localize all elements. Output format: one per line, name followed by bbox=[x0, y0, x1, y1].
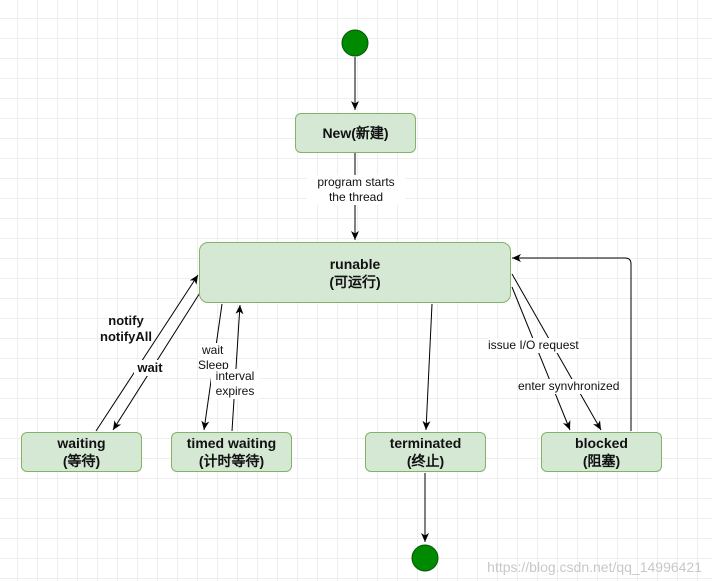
state-new: New(新建) bbox=[295, 113, 416, 153]
edge-blocked-to-runable bbox=[512, 254, 632, 431]
label-issue-io: issue I/O request bbox=[488, 338, 579, 353]
edge-runable-to-terminated bbox=[422, 303, 433, 431]
label-notify-line2: notifyAll bbox=[100, 329, 152, 344]
state-timed-waiting-line1: timed waiting bbox=[186, 435, 277, 451]
label-program-starts: program starts the thread bbox=[307, 175, 405, 205]
label-enter-sync-text: enter synvhronized bbox=[518, 379, 620, 393]
edge-waiting-to-runable bbox=[95, 274, 199, 432]
state-terminated: terminated (终止) bbox=[365, 432, 486, 472]
label-notify: notify notifyAll bbox=[92, 313, 160, 345]
label-interval-line1: interval bbox=[215, 369, 255, 383]
state-runable: runable (可运行) bbox=[199, 242, 511, 303]
state-blocked-line2: (阻塞) bbox=[582, 453, 621, 469]
label-interval-expires: interval expires bbox=[211, 369, 259, 399]
state-blocked: blocked (阻塞) bbox=[541, 432, 662, 472]
state-new-label: New(新建) bbox=[322, 125, 389, 141]
start-node bbox=[341, 29, 369, 57]
end-node bbox=[411, 544, 439, 572]
state-blocked-line1: blocked bbox=[575, 435, 628, 451]
label-program-starts-line2: the thread bbox=[328, 190, 384, 204]
edge-timed-waiting-to-runable bbox=[231, 304, 244, 432]
label-notify-line1: notify bbox=[108, 313, 144, 328]
state-runable-line1: runable bbox=[329, 255, 381, 272]
label-wait-sleep: wait Sleep bbox=[198, 343, 232, 373]
state-waiting: waiting (等待) bbox=[21, 432, 142, 472]
label-enter-sync: enter synvhronized bbox=[518, 379, 620, 394]
edge-runable-to-waiting bbox=[112, 287, 204, 431]
edge-io-to-blocked bbox=[511, 286, 571, 431]
label-wait: wait bbox=[134, 360, 166, 376]
state-terminated-line2: (终止) bbox=[406, 453, 445, 469]
state-timed-waiting-line2: (计时等待) bbox=[198, 453, 265, 469]
state-terminated-line1: terminated bbox=[389, 435, 462, 451]
label-wait-sleep-line2: Sleep bbox=[198, 358, 229, 372]
state-waiting-line1: waiting bbox=[57, 435, 106, 451]
label-wait-text: wait bbox=[137, 360, 163, 375]
label-program-starts-line1: program starts bbox=[317, 175, 395, 189]
watermark: https://blog.csdn.net/qq_14996421 bbox=[487, 559, 702, 575]
label-interval-line2: expires bbox=[215, 384, 255, 398]
label-issue-io-text: issue I/O request bbox=[488, 338, 579, 352]
label-wait-sleep-line1: wait bbox=[202, 343, 224, 357]
state-runable-line2: (可运行) bbox=[329, 273, 381, 290]
state-waiting-line2: (等待) bbox=[62, 453, 101, 469]
state-timed-waiting: timed waiting (计时等待) bbox=[171, 432, 292, 472]
